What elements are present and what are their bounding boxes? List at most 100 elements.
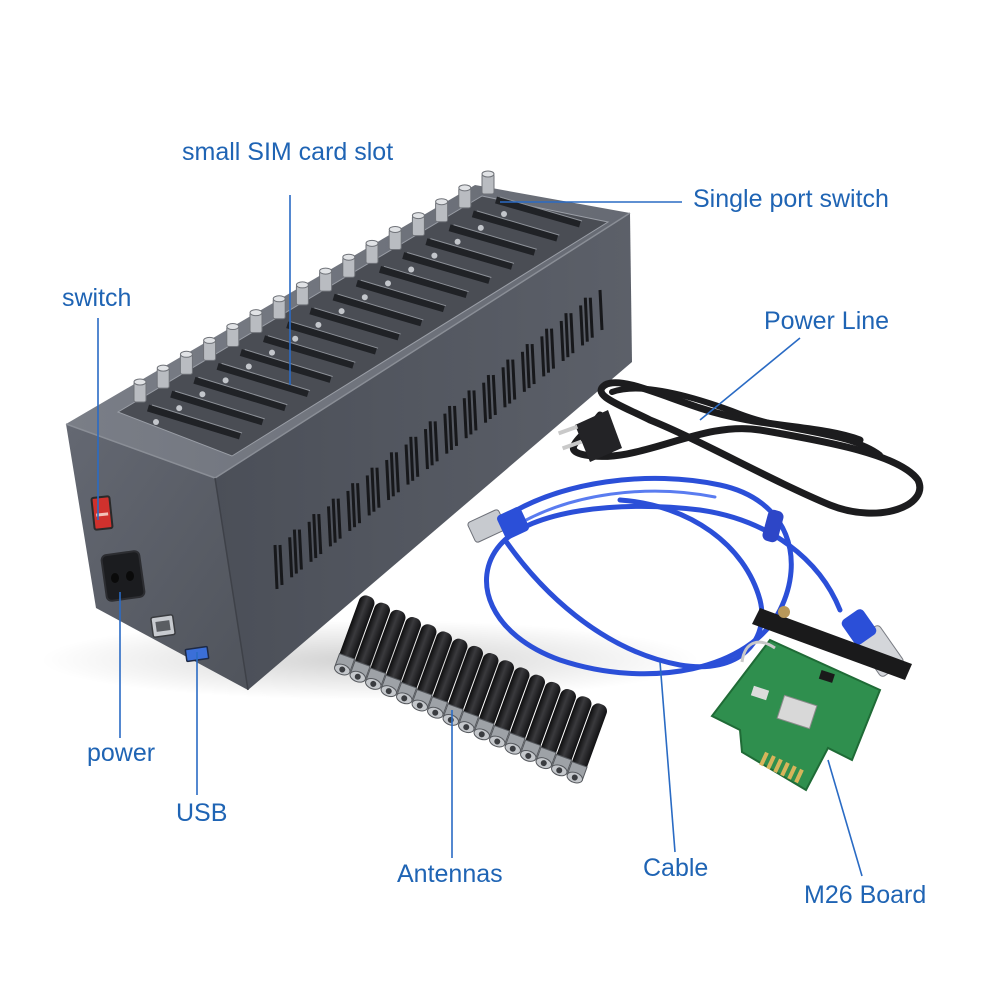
- status-led: [454, 238, 461, 245]
- vent-slot: [540, 336, 546, 377]
- m26-bracket: [752, 608, 912, 680]
- vent-slot: [394, 452, 400, 493]
- label-usb: USB: [176, 799, 228, 827]
- status-led: [199, 391, 206, 398]
- status-led: [385, 280, 391, 287]
- vent-slot: [428, 421, 434, 466]
- vent-slot: [511, 359, 517, 400]
- sim-slot: [425, 238, 513, 270]
- vent-slot: [579, 305, 585, 346]
- antenna: [566, 703, 607, 784]
- vent-slot: [520, 351, 526, 392]
- vent-slot: [385, 459, 391, 501]
- label-sim-card-slot: small SIM card slot: [182, 138, 394, 166]
- status-led: [315, 321, 322, 328]
- vent-slot: [564, 313, 570, 358]
- label-antennas: Antennas: [397, 860, 503, 888]
- antenna: [442, 645, 483, 726]
- status-led: [269, 349, 275, 356]
- vent-slot: [559, 320, 565, 361]
- vent-slot: [467, 390, 473, 435]
- vent-slot: [506, 359, 512, 404]
- vent-slot: [292, 529, 298, 574]
- gold-finger: [773, 758, 783, 773]
- vent-slot: [545, 328, 551, 373]
- vent-slot: [326, 506, 332, 547]
- sim-slot: [170, 390, 264, 426]
- status-led: [222, 377, 229, 384]
- vent-slot: [312, 514, 318, 559]
- sim-slot: [309, 307, 400, 341]
- leader-power-line: [699, 337, 801, 421]
- usb-cable: [484, 475, 843, 677]
- vent-slot: [462, 398, 468, 439]
- vent-slot: [414, 436, 420, 477]
- antenna: [380, 617, 421, 698]
- vent-slot: [486, 374, 492, 420]
- antenna: [411, 631, 452, 712]
- vent-slot: [550, 328, 556, 369]
- label-power: power: [87, 739, 156, 767]
- antenna: [365, 609, 406, 690]
- label-single-port-switch: Single port switch: [693, 185, 889, 213]
- chassis-front-panel: [66, 424, 248, 690]
- status-led: [153, 419, 159, 425]
- label-power-line: Power Line: [764, 307, 890, 335]
- antenna-set: [334, 595, 607, 784]
- vent-slot: [588, 297, 594, 338]
- leader-lines: [97, 195, 863, 877]
- sma-connector: [458, 184, 484, 231]
- sma-connector: [133, 378, 159, 425]
- pcie-contacts: [759, 751, 804, 784]
- status-led: [501, 211, 507, 217]
- antenna: [349, 602, 390, 683]
- power-plug: [557, 410, 622, 462]
- gold-finger: [759, 751, 769, 767]
- sma-connector: [179, 350, 206, 398]
- status-led: [361, 294, 368, 301]
- modem-pool-chassis: [65, 170, 632, 691]
- vent-slot: [273, 544, 279, 590]
- vent-slot: [598, 289, 604, 331]
- antenna: [551, 696, 592, 777]
- sim-slot: [402, 252, 491, 284]
- vent-slot: [351, 483, 357, 528]
- antenna: [489, 667, 530, 748]
- sim-slot-rows: [146, 196, 583, 440]
- vent-slot: [288, 537, 294, 578]
- m26-board: [710, 606, 912, 792]
- status-led: [245, 363, 252, 370]
- antenna: [458, 653, 499, 734]
- ferrite-bead: [762, 509, 784, 543]
- sma-connector: [226, 323, 252, 370]
- vent-slot: [530, 344, 536, 385]
- vent-slot: [482, 382, 488, 423]
- antenna: [520, 681, 561, 762]
- vent-slot: [370, 467, 376, 512]
- vent-slot: [583, 297, 589, 342]
- chassis-side-panel: [215, 213, 632, 690]
- usb-b-plug: [467, 507, 529, 543]
- status-led: [176, 405, 183, 412]
- vent-slot: [472, 390, 478, 431]
- antenna: [396, 624, 437, 705]
- sim-slot: [262, 335, 355, 369]
- ventilation-slots: [273, 289, 604, 590]
- gold-finger: [766, 755, 776, 770]
- vent-slot: [525, 344, 531, 389]
- sma-connector: [156, 364, 183, 412]
- vent-slot: [297, 529, 303, 570]
- sim-slot: [471, 210, 559, 242]
- leader-cable: [659, 661, 676, 853]
- antenna: [334, 595, 375, 676]
- sim-slot: [495, 196, 581, 228]
- sim-slot: [379, 265, 468, 299]
- sma-connector: [435, 198, 461, 245]
- vent-slot: [569, 313, 575, 354]
- vent-slot: [346, 490, 352, 531]
- vent-slot: [491, 374, 497, 416]
- vent-slot: [409, 436, 415, 481]
- status-led: [431, 252, 438, 259]
- vent-slot: [389, 452, 395, 497]
